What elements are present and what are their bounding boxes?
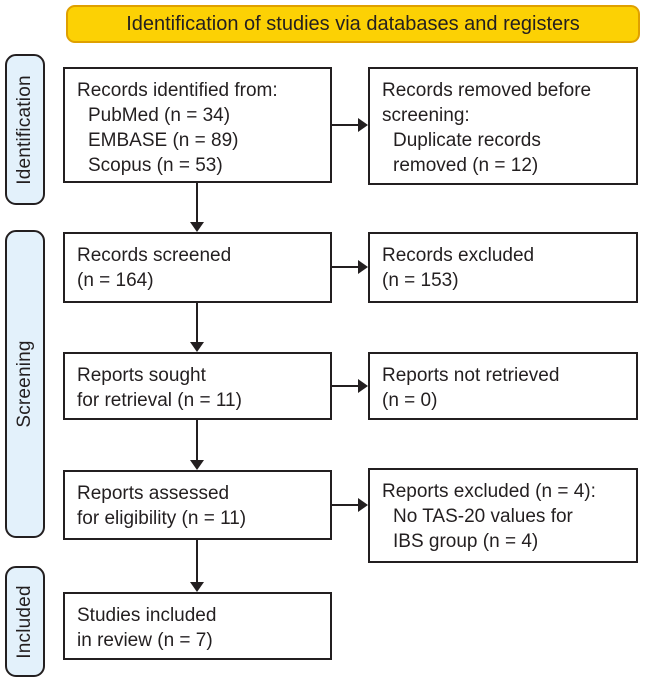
box-text-line: Reports assessed [77, 483, 230, 504]
stage-tab-identification: Identification [5, 54, 45, 205]
box-text-line: Records excluded [382, 245, 535, 266]
arrow-down-identified-to-screened-icon [190, 183, 204, 232]
box-text-line: Records screened [77, 245, 232, 266]
arrow-right-sought-to-not-retrieved-icon [332, 379, 368, 393]
box-text-line: for eligibility (n = 11) [77, 508, 247, 529]
arrow-right-identified-to-removed-icon [332, 118, 368, 132]
arrow-right-screened-to-excluded-icon [332, 260, 368, 274]
box-text-line: in review (n = 7) [77, 630, 213, 651]
box-text-line: removed (n = 12) [393, 155, 539, 176]
stage-tab-included: Included [5, 566, 45, 677]
box-reports-sought: Reports sought for retrieval (n = 11) [63, 352, 332, 420]
box-text-line: IBS group (n = 4) [393, 531, 539, 552]
stage-label-screening: Screening [14, 340, 35, 428]
box-reports-excluded: Reports excluded (n = 4): No TAS-20 valu… [368, 468, 638, 563]
box-reports-not-retrieved: Reports not retrieved (n = 0) [368, 352, 638, 420]
box-text-line: Scopus (n = 53) [88, 155, 223, 176]
box-text-line: Records removed before [382, 80, 592, 101]
box-records-identified: Records identified from: PubMed (n = 34)… [63, 67, 332, 183]
flow-header-banner: Identification of studies via databases … [66, 5, 640, 43]
box-text-line: (n = 0) [382, 390, 438, 411]
box-text-line: Reports excluded (n = 4): [382, 481, 596, 502]
arrow-down-screened-to-sought-icon [190, 303, 204, 352]
box-text-line: for retrieval (n = 11) [77, 390, 242, 411]
stage-tab-screening: Screening [5, 230, 45, 538]
box-records-removed: Records removed before screening: Duplic… [368, 67, 638, 185]
box-text-line: Records identified from: [77, 80, 278, 101]
box-records-excluded: Records excluded (n = 153) [368, 232, 638, 303]
box-text-line: No TAS-20 values for [393, 506, 573, 527]
box-text-line: Reports not retrieved [382, 365, 560, 386]
stage-label-identification: Identification [14, 74, 35, 185]
box-text-line: PubMed (n = 34) [88, 105, 231, 126]
arrow-right-assessed-to-excluded-icon [332, 498, 368, 512]
flow-header-title: Identification of studies via databases … [126, 12, 580, 35]
box-records-screened: Records screened (n = 164) [63, 232, 332, 303]
box-text-line: Studies included [77, 605, 217, 626]
box-text-line: EMBASE (n = 89) [88, 130, 239, 151]
box-studies-included: Studies included in review (n = 7) [63, 592, 332, 660]
arrow-down-sought-to-assessed-icon [190, 420, 204, 470]
box-reports-assessed: Reports assessed for eligibility (n = 11… [63, 470, 332, 540]
box-text-line: (n = 153) [382, 270, 459, 291]
box-text-line: Duplicate records [393, 130, 541, 151]
box-text-line: (n = 164) [77, 270, 154, 291]
stage-label-included: Included [14, 584, 35, 659]
box-text-line: Reports sought [77, 365, 206, 386]
arrow-down-assessed-to-included-icon [190, 540, 204, 592]
box-text-line: screening: [382, 105, 470, 126]
